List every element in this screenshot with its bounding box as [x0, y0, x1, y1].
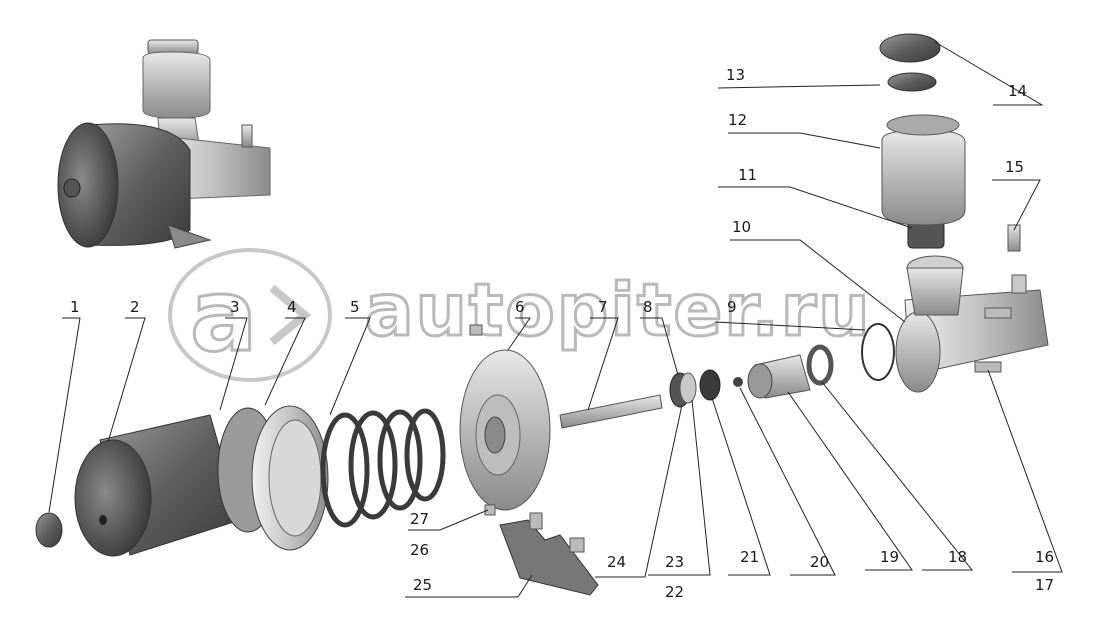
callout-27: 27	[410, 510, 429, 528]
callout-4: 4	[287, 298, 297, 316]
watermark-text: autopiter.ru	[365, 268, 872, 352]
part-20-ball	[733, 377, 743, 387]
part-8-24-23-seals	[669, 369, 721, 408]
callout-24: 24	[607, 553, 626, 571]
part-11-neck	[907, 221, 945, 249]
part-15-fitting	[1007, 224, 1021, 252]
callout-labels: 1 2 3 4 5 6 7 8 9 10 11 12 13 14 15 16 1…	[70, 66, 1054, 601]
part-18-ring	[806, 344, 834, 386]
leader-lines	[48, 41, 1063, 598]
callout-17: 17	[1035, 576, 1054, 594]
part-2-housing	[74, 414, 241, 557]
watermark-logo-ring	[168, 248, 332, 382]
watermark: a autopiter.ru	[168, 248, 872, 382]
callout-16: 16	[1035, 548, 1054, 566]
callout-21: 21	[740, 548, 759, 566]
part-12-reservoir	[881, 114, 966, 226]
callout-5: 5	[350, 298, 360, 316]
part-13-filter	[887, 72, 937, 92]
part-14-cap	[879, 33, 941, 63]
part-9-o-ring	[861, 323, 895, 381]
part-5-spring	[320, 408, 446, 528]
callout-23: 23	[665, 553, 684, 571]
callout-25: 25	[413, 576, 432, 594]
callout-8: 8	[643, 298, 653, 316]
part-19-valve	[747, 354, 811, 399]
callout-3: 3	[230, 298, 240, 316]
callout-11: 11	[738, 166, 757, 184]
callout-15: 15	[1005, 158, 1024, 176]
callout-14: 14	[1008, 82, 1027, 100]
callout-9: 9	[727, 298, 737, 316]
watermark-logo-letter: a	[190, 257, 257, 374]
part-3-4-diaphragm	[217, 405, 329, 551]
callout-7: 7	[598, 298, 608, 316]
callout-6: 6	[515, 298, 525, 316]
part-1-plug	[35, 512, 63, 548]
watermark-chevron-icon	[269, 284, 312, 346]
callout-26: 26	[410, 541, 429, 559]
callout-1: 1	[70, 298, 80, 316]
callout-19: 19	[880, 548, 899, 566]
part-6-flange	[459, 324, 551, 516]
part-7-piston-rod	[559, 394, 663, 429]
callout-12: 12	[728, 111, 747, 129]
callout-20: 20	[810, 553, 829, 571]
part-10-cylinder-body	[895, 255, 1049, 393]
callout-10: 10	[732, 218, 751, 236]
assembled-unit-illustration	[57, 39, 271, 249]
part-25-bracket	[499, 512, 599, 596]
callout-18: 18	[948, 548, 967, 566]
callout-22: 22	[665, 583, 684, 601]
callout-2: 2	[130, 298, 140, 316]
callout-13: 13	[726, 66, 745, 84]
